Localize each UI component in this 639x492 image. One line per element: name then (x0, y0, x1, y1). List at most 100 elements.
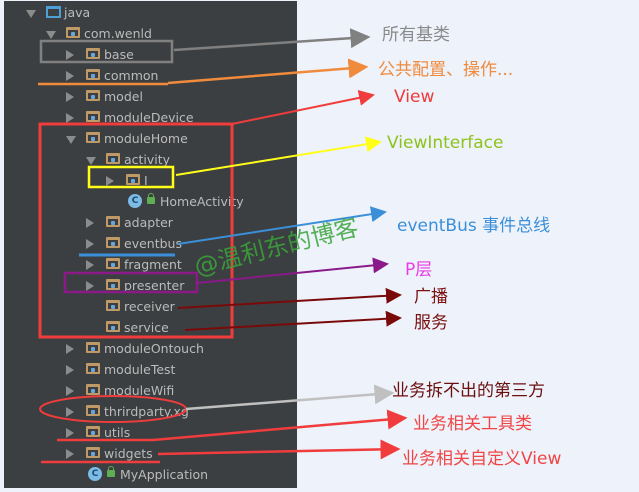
tree-item[interactable]: C HomeActivity (4, 191, 297, 212)
tree-item-label: fragment (124, 257, 182, 272)
chevron-down-icon[interactable] (26, 10, 36, 18)
chevron-right-icon[interactable] (66, 407, 74, 417)
package-icon (66, 27, 80, 38)
tree-item[interactable]: utils (4, 422, 297, 443)
tree-item[interactable]: receiver (4, 296, 297, 317)
tree-item-label: java (64, 5, 91, 20)
tree-item-label: moduleTest (104, 362, 176, 377)
tree-item-label: eventbus (124, 236, 182, 251)
annotation-label: View (394, 87, 435, 107)
tree-item[interactable]: presenter (4, 275, 297, 296)
annotation-label: eventBus 事件总线 (397, 216, 551, 236)
tree-item[interactable]: eventbus (4, 233, 297, 254)
package-icon (86, 90, 100, 101)
annotation-label: 业务拆不出的第三方 (392, 381, 545, 401)
package-icon (106, 279, 120, 290)
chevron-right-icon[interactable] (86, 260, 94, 270)
tree-item-label: utils (104, 425, 131, 440)
tree-item-label: thrirdparty.xg (104, 404, 189, 419)
tree-item-label: moduleDevice (104, 110, 194, 125)
chevron-right-icon[interactable] (86, 218, 94, 228)
package-icon (106, 300, 120, 311)
tree-item[interactable]: moduleHome (4, 128, 297, 149)
package-icon (86, 405, 100, 416)
tree-item[interactable]: moduleDevice (4, 107, 297, 128)
lock-icon (107, 466, 115, 477)
class-icon: C (88, 467, 102, 481)
package-icon (106, 258, 120, 269)
chevron-right-icon[interactable] (66, 71, 74, 81)
tree-item[interactable]: fragment (4, 254, 297, 275)
chevron-right-icon[interactable] (66, 428, 74, 438)
annotation-label: P层 (405, 260, 433, 280)
package-icon (86, 384, 100, 395)
package-icon (86, 426, 100, 437)
tree-item[interactable]: common (4, 65, 297, 86)
chevron-right-icon[interactable] (66, 113, 74, 123)
package-icon (86, 48, 100, 59)
tree-item[interactable]: widgets (4, 443, 297, 464)
chevron-right-icon[interactable] (66, 50, 74, 60)
tree-item-label: presenter (124, 278, 185, 293)
tree-item-label: moduleOntouch (104, 341, 204, 356)
chevron-right-icon[interactable] (86, 239, 94, 249)
tree-item-label: MyApplication (120, 467, 209, 482)
chevron-down-icon[interactable] (66, 136, 76, 144)
tree-item[interactable]: activity (4, 149, 297, 170)
tree-item-label: moduleHome (104, 131, 188, 146)
chevron-right-icon[interactable] (66, 344, 74, 354)
annotation-label: 业务相关工具类 (413, 414, 532, 434)
package-icon (86, 342, 100, 353)
annotation-label: 业务相关自定义View (402, 449, 562, 469)
annotation-label: 服务 (414, 313, 448, 333)
package-icon (106, 321, 120, 332)
annotation-label: 公共配置、操作... (378, 60, 514, 80)
tree-item-label: common (104, 68, 159, 83)
tree-item-label: activity (124, 152, 171, 167)
tree-item[interactable]: model (4, 86, 297, 107)
tree-item[interactable]: C MyApplication (4, 464, 297, 485)
tree-item-label: widgets (104, 446, 153, 461)
package-icon (126, 174, 140, 185)
package-icon (106, 216, 120, 227)
tree-item[interactable]: adapter (4, 212, 297, 233)
chevron-right-icon[interactable] (66, 449, 74, 459)
chevron-right-icon[interactable] (66, 386, 74, 396)
chevron-right-icon[interactable] (106, 176, 114, 186)
project-tree-panel: java com.wenld base common model moduleDevice… (4, 1, 297, 488)
chevron-down-icon[interactable] (46, 31, 56, 39)
package-icon (86, 132, 100, 143)
tree-item[interactable]: java (4, 2, 297, 23)
annotation-label: 所有基类 (382, 25, 450, 45)
class-icon: C (128, 194, 142, 208)
tree-item[interactable]: base (4, 44, 297, 65)
tree-item[interactable]: moduleOntouch (4, 338, 297, 359)
package-icon (106, 237, 120, 248)
tree-item-label: receiver (124, 299, 175, 314)
tree-item-label: adapter (124, 215, 173, 230)
package-icon (86, 69, 100, 80)
annotation-label: 广播 (414, 287, 448, 307)
lock-icon (147, 193, 155, 204)
package-icon (86, 111, 100, 122)
source-folder-icon (46, 6, 61, 18)
package-icon (86, 447, 100, 458)
tree-item[interactable]: thrirdparty.xg (4, 401, 297, 422)
package-icon (106, 153, 120, 164)
tree-item-label: model (104, 89, 143, 104)
chevron-down-icon[interactable] (86, 157, 96, 165)
tree-item-label: com.wenld (84, 26, 152, 41)
chevron-right-icon[interactable] (86, 281, 94, 291)
tree-item[interactable]: moduleWifi (4, 380, 297, 401)
tree-item[interactable]: I (4, 170, 297, 191)
chevron-right-icon[interactable] (66, 92, 74, 102)
chevron-right-icon[interactable] (66, 365, 74, 375)
annotation-label: ViewInterface (387, 133, 504, 153)
tree-item[interactable]: com.wenld (4, 23, 297, 44)
tree-item-label: I (144, 173, 148, 188)
tree-item-label: base (104, 47, 134, 62)
tree-item[interactable]: service (4, 317, 297, 338)
tree-item[interactable]: moduleTest (4, 359, 297, 380)
tree-item-label: HomeActivity (160, 194, 244, 209)
